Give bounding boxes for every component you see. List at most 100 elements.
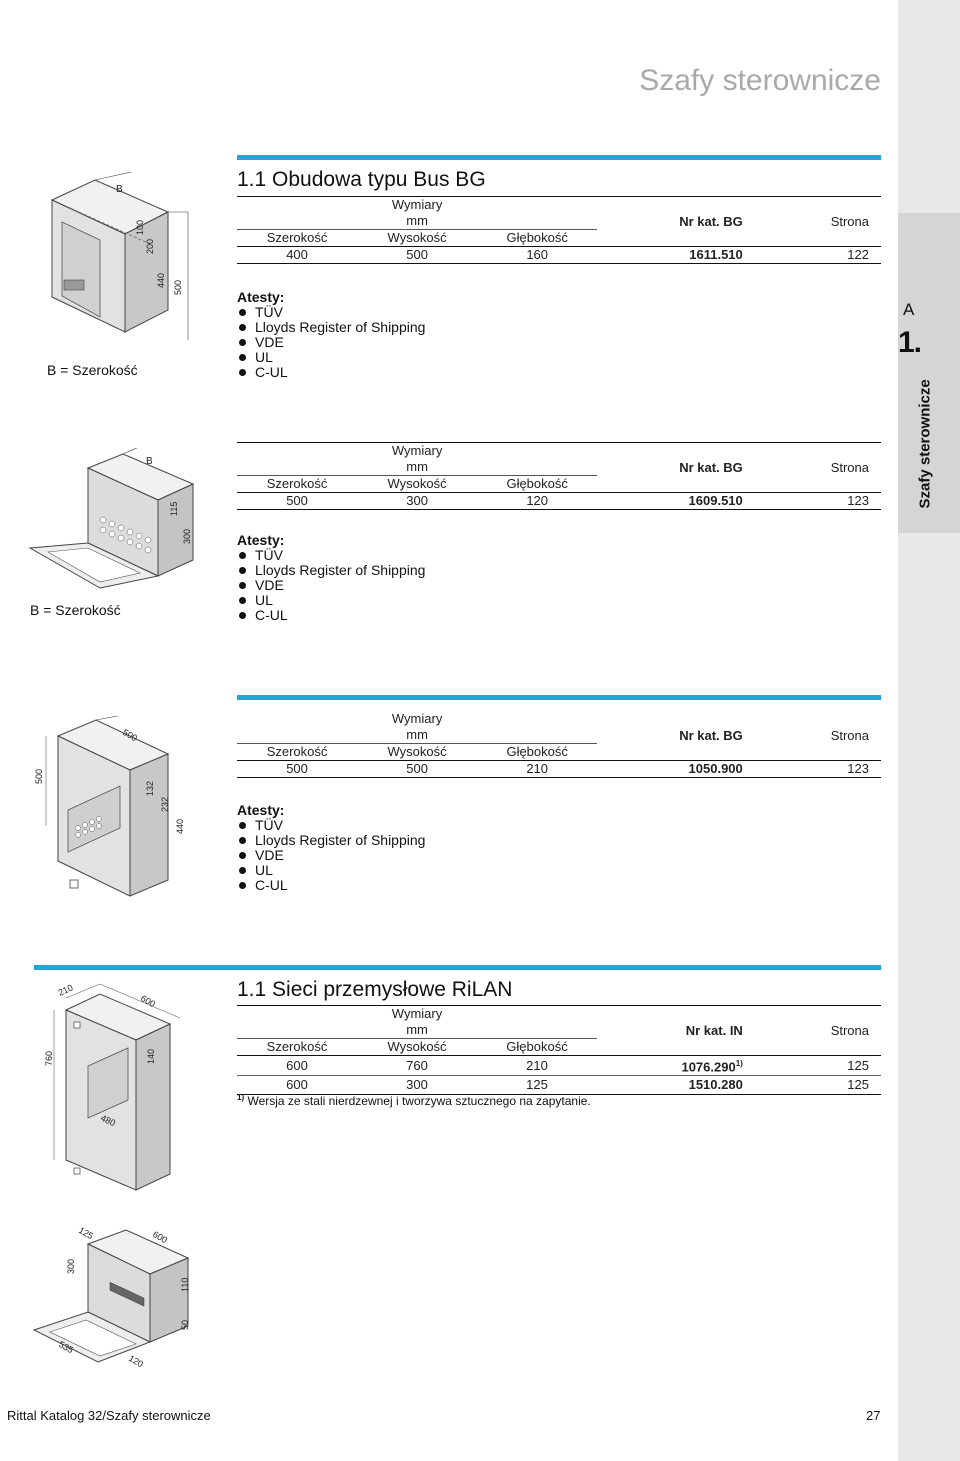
depth-value: 210 — [477, 760, 598, 778]
enclosure-illustration-1: B 100 200 440 500 — [50, 172, 189, 340]
depth-header: Głębokość — [477, 743, 598, 761]
width-header: Szerokość — [237, 229, 358, 247]
height-header: Wysokość — [357, 475, 478, 493]
page-number: 125 — [752, 1054, 881, 1076]
list-item: VDE — [237, 578, 425, 593]
section-rule — [237, 155, 881, 160]
dimensions-header: Wymiary — [237, 1005, 598, 1022]
bullet-icon — [239, 852, 246, 859]
depth-value: 120 — [477, 492, 598, 510]
depth-header: Głębokość — [477, 229, 598, 247]
chapter-tab[interactable] — [898, 213, 960, 533]
height-value: 300 — [357, 1075, 477, 1096]
approvals-title: Atesty: — [237, 802, 285, 818]
height-header: Wysokość — [357, 743, 478, 761]
dim-label: 760 — [44, 1051, 54, 1066]
catalog-number: 1611.510 — [597, 246, 753, 264]
page-number: 123 — [752, 492, 881, 510]
width-header: Szerokość — [237, 743, 358, 761]
height-value: 300 — [357, 492, 478, 510]
chapter-tab-letter: A — [903, 300, 915, 319]
page-number: 125 — [752, 1075, 881, 1096]
unit-label: mm — [406, 727, 428, 742]
list-item: Lloyds Register of Shipping — [237, 833, 425, 848]
catalog-number-header: Nr kat. BG — [679, 727, 743, 743]
section-heading: 1.1 Sieci przemysłowe RiLAN — [237, 978, 513, 1001]
dim-label: 132 — [145, 781, 155, 796]
footer-catalog: Rittal Katalog 32/Szafy sterownicze — [7, 1408, 211, 1423]
bullet-icon — [239, 369, 246, 376]
page-number: 123 — [752, 760, 881, 778]
approvals-list: Atesty: TÜV Lloyds Register of Shipping … — [237, 533, 425, 623]
enclosure-illustration-2: B 115 300 — [28, 448, 195, 589]
bullet-icon — [239, 837, 246, 844]
list-item: TÜV — [237, 548, 425, 563]
table-row: 600 300 125 1510.280 125 — [237, 1075, 881, 1096]
catalog-number: 1076.2901) — [597, 1054, 753, 1076]
dim-label: 115 — [169, 502, 179, 516]
dim-label: 120 — [127, 1353, 145, 1369]
dim-label: 200 — [145, 239, 155, 254]
list-item: UL — [237, 350, 425, 365]
depth-value: 125 — [476, 1075, 598, 1096]
dimensions-header: Wymiary — [237, 442, 598, 459]
bullet-icon — [239, 552, 246, 559]
chapter-tab-label: Szafy sterownicze — [916, 379, 934, 509]
bullet-icon — [239, 822, 246, 829]
footnote-text: Wersja ze stali nierdzewnej i tworzywa s… — [247, 1094, 591, 1108]
list-item: Lloyds Register of Shipping — [237, 563, 425, 578]
height-header: Wysokość — [357, 229, 478, 247]
approvals-title: Atesty: — [237, 289, 285, 305]
dim-label: 100 — [135, 220, 145, 235]
table-row: 600 760 210 1076.2901) 125 — [237, 1054, 881, 1076]
page-header: Strona — [752, 1005, 881, 1056]
bullet-icon — [239, 612, 246, 619]
b-label: B = Szerokość — [30, 602, 121, 618]
bullet-icon — [239, 324, 246, 331]
page-header: Strona — [752, 442, 881, 493]
bullet-icon — [239, 597, 246, 604]
footnote-mark: 1) — [237, 1093, 245, 1102]
width-value: 600 — [237, 1054, 358, 1076]
bullet-icon — [239, 882, 246, 889]
depth-value: 210 — [476, 1054, 598, 1076]
bullet-icon — [239, 867, 246, 874]
table-row: 400 500 160 1611.510 122 — [237, 246, 881, 264]
spec-table-rilan: Wymiary Nr kat. IN Strona mm Szerokość W… — [237, 1005, 881, 1096]
enclosure-illustration-3: 500 500 132 232 440 — [34, 716, 185, 897]
catalog-number-header: Nr kat. BG — [597, 442, 753, 493]
list-item: C-UL — [237, 878, 425, 893]
depth-value: 160 — [477, 246, 598, 264]
dimensions-header: Wymiary — [391, 711, 443, 726]
width-value: 500 — [237, 760, 358, 778]
dim-label: 300 — [182, 529, 192, 544]
width-value: 500 — [237, 492, 358, 510]
list-item: VDE — [237, 335, 425, 350]
catalog-number-header: Nr kat. BG — [597, 196, 753, 247]
catalog-number: 1050.900 — [597, 760, 753, 778]
section-rule — [237, 695, 881, 700]
list-item: UL — [237, 593, 425, 608]
height-value: 760 — [357, 1054, 477, 1076]
catalog-number-header: Nr kat. IN — [597, 1005, 753, 1056]
page-number: 122 — [752, 246, 881, 264]
table-row: 500 300 120 1609.510 123 — [237, 492, 881, 510]
spec-table-1: Wymiary Nr kat. BG Strona mm Szerokość W… — [237, 196, 881, 264]
bullet-icon — [239, 309, 246, 316]
b-label: B = Szerokość — [47, 362, 138, 378]
width-header: Szerokość — [237, 475, 358, 493]
rilan-illustration-2: 125 600 300 110 50 535 120 — [32, 1225, 190, 1369]
width-header: Szerokość — [237, 1038, 358, 1056]
chapter-tab-number: 1. — [898, 326, 922, 359]
depth-header: Głębokość — [477, 475, 598, 493]
section-heading: 1.1 Obudowa typu Bus BG — [237, 168, 486, 191]
list-item: UL — [237, 863, 425, 878]
height-value: 500 — [357, 246, 478, 264]
unit-label: mm — [406, 1022, 428, 1037]
dim-label: 500 — [173, 280, 183, 295]
dim-label: 300 — [66, 1259, 76, 1274]
page-header: Strona — [830, 727, 869, 743]
page-number-footer: 27 — [866, 1408, 881, 1423]
unit-label: mm — [406, 213, 428, 228]
dim-label: 125 — [77, 1225, 95, 1241]
